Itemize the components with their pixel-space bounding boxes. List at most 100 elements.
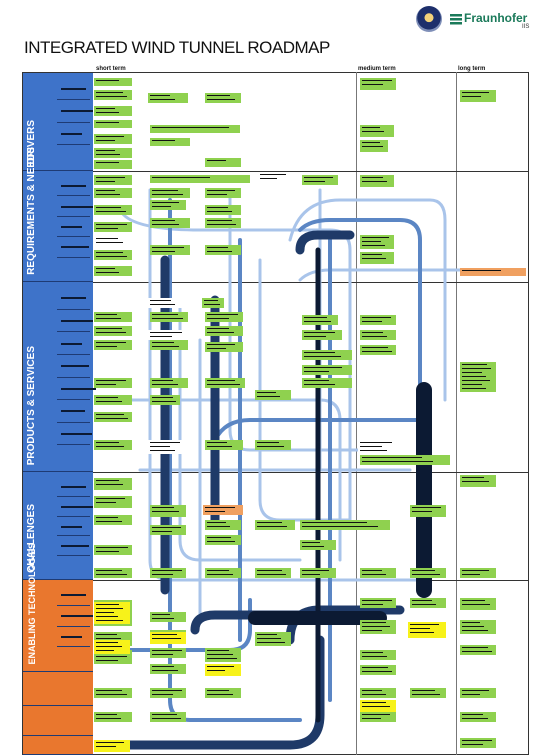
box-text-line xyxy=(462,740,492,742)
roadmap-box xyxy=(94,478,132,490)
box-text-line xyxy=(360,446,383,448)
roadmap-box xyxy=(202,298,224,308)
fraunhofer-mark-icon xyxy=(450,14,462,25)
box-text-line xyxy=(152,654,174,656)
box-text-line xyxy=(96,414,124,416)
category-subrows xyxy=(57,286,96,467)
box-text-line xyxy=(152,342,175,344)
box-text-line xyxy=(257,526,287,528)
box-text-line xyxy=(257,570,282,572)
box-text-line xyxy=(304,321,332,323)
box-text-line xyxy=(152,666,175,668)
box-text-line xyxy=(360,450,387,452)
box-text-line xyxy=(152,384,178,386)
box-text-line xyxy=(462,92,490,94)
roadmap-box-outlined xyxy=(148,440,188,454)
roadmap-box xyxy=(460,620,496,634)
box-text-line xyxy=(257,446,284,448)
box-text-line xyxy=(362,332,383,334)
roadmap-box xyxy=(360,665,396,675)
university-seal-icon xyxy=(416,6,442,32)
roadmap-box xyxy=(460,362,496,392)
box-text-line xyxy=(362,652,383,654)
category-enabling-sub-2 xyxy=(23,706,93,736)
box-text-line xyxy=(362,570,383,572)
box-text-line xyxy=(304,367,342,369)
subrow-label-mark xyxy=(61,505,93,508)
box-text-line xyxy=(207,328,230,330)
box-text-line xyxy=(360,442,392,444)
subrow-label-mark xyxy=(61,635,82,638)
box-text-line xyxy=(362,694,387,696)
box-text-line xyxy=(96,442,120,444)
roadmap-box xyxy=(205,535,241,545)
box-text-line xyxy=(96,162,120,164)
box-text-line xyxy=(362,706,391,708)
roadmap-box xyxy=(94,250,132,260)
subrow-label-mark xyxy=(61,485,86,488)
box-text-line xyxy=(207,348,226,350)
box-text-line xyxy=(462,600,486,602)
column-header-short-term: short term xyxy=(96,66,126,72)
subrow-divider xyxy=(57,495,90,497)
roadmap-box xyxy=(205,326,243,336)
roadmap-box xyxy=(150,568,186,578)
box-text-line xyxy=(412,570,436,572)
subrow-divider xyxy=(57,99,90,101)
box-text-line xyxy=(96,608,123,610)
roadmap-box xyxy=(150,200,186,210)
roadmap-box xyxy=(150,312,188,322)
box-text-line xyxy=(462,270,502,272)
box-text-line xyxy=(96,616,119,618)
box-text-line xyxy=(207,314,239,316)
box-text-line xyxy=(362,336,387,338)
box-text-line xyxy=(96,397,118,399)
roadmap-box xyxy=(360,455,450,465)
box-text-line xyxy=(462,630,488,632)
roadmap-box-yellow xyxy=(94,602,130,624)
box-text-line xyxy=(207,650,229,652)
roadmap-box-yellow xyxy=(94,640,130,654)
subrow-label-mark xyxy=(61,205,93,208)
box-text-line xyxy=(362,177,383,179)
box-text-line xyxy=(462,714,484,716)
box-text-line xyxy=(152,690,182,692)
box-text-line xyxy=(96,634,117,636)
box-text-line xyxy=(96,551,119,553)
box-text-line xyxy=(205,511,226,513)
box-text-line xyxy=(96,224,127,226)
box-text-line xyxy=(150,95,171,97)
box-text-line xyxy=(207,694,233,696)
box-text-line xyxy=(462,690,489,692)
box-text-line xyxy=(410,624,439,626)
roadmap-box xyxy=(302,175,338,185)
box-text-line xyxy=(96,746,116,748)
box-text-line xyxy=(462,574,480,576)
row-separator xyxy=(93,282,529,283)
roadmap-box xyxy=(255,632,291,646)
box-text-line xyxy=(205,507,235,509)
box-text-line xyxy=(152,574,174,576)
box-text-line xyxy=(96,714,117,716)
box-text-line xyxy=(152,618,175,620)
roadmap-box xyxy=(360,712,396,722)
subrow-label-mark xyxy=(61,525,82,528)
light-connector xyxy=(288,198,447,402)
box-text-line xyxy=(96,256,128,258)
box-text-line xyxy=(150,336,173,338)
row-separator xyxy=(93,171,529,172)
roadmap-box xyxy=(150,175,250,183)
box-text-line xyxy=(462,694,480,696)
box-text-line xyxy=(207,384,240,386)
roadmap-box-yellow xyxy=(94,740,130,752)
box-text-line xyxy=(304,384,336,386)
subrow-label-mark xyxy=(61,246,89,249)
subrow-divider xyxy=(57,625,90,627)
roadmap-box-outlined xyxy=(258,172,292,184)
roadmap-box xyxy=(94,106,132,116)
box-text-line xyxy=(304,336,326,338)
box-text-line xyxy=(362,604,384,606)
roadmap-box xyxy=(302,365,352,375)
box-text-line xyxy=(362,600,392,602)
box-text-line xyxy=(96,480,119,482)
